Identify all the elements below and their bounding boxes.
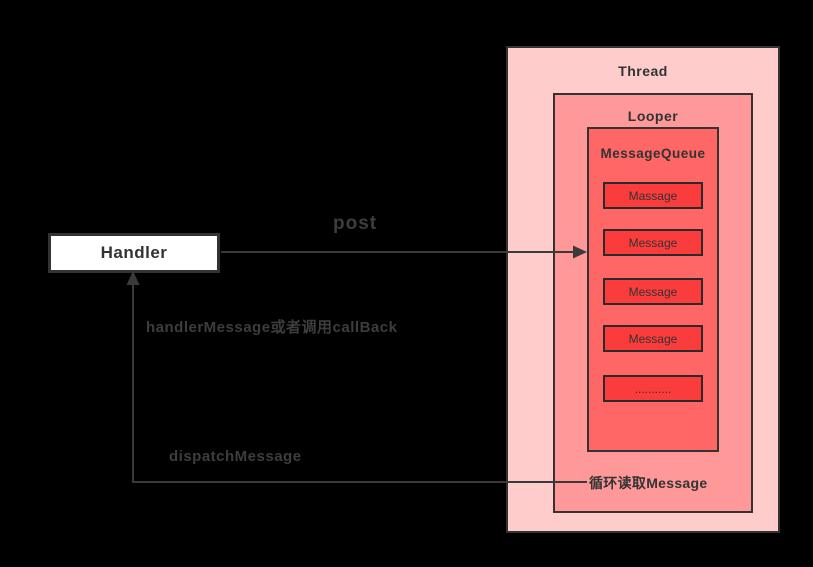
thread-label: Thread [618,63,668,79]
message-queue-box: MessageQueue Massage Message Message Mes… [587,127,719,452]
message-queue-label: MessageQueue [600,146,706,161]
message-item-3: Message [603,278,703,305]
looper-box: Looper MessageQueue Massage Message Mess… [553,93,753,513]
thread-box: Thread Looper MessageQueue Massage Messa… [506,46,780,533]
handler-message-callback-label: handlerMessage或者调用callBack [146,319,398,336]
handler-label: Handler [100,243,168,262]
dispatch-message-label: dispatchMessage [169,448,302,465]
handler-box: Handler [48,233,220,273]
message-item-ellipsis: ........... [603,375,703,402]
looper-label: Looper [627,108,679,124]
message-item-4: Message [603,325,703,352]
post-edge-label: post [333,213,378,234]
dispatch-arrowhead-icon [126,271,140,285]
message-item-1: Massage [603,182,703,209]
message-item-2: Message [603,229,703,256]
loop-read-message-label: 循环读取Message [589,475,708,491]
